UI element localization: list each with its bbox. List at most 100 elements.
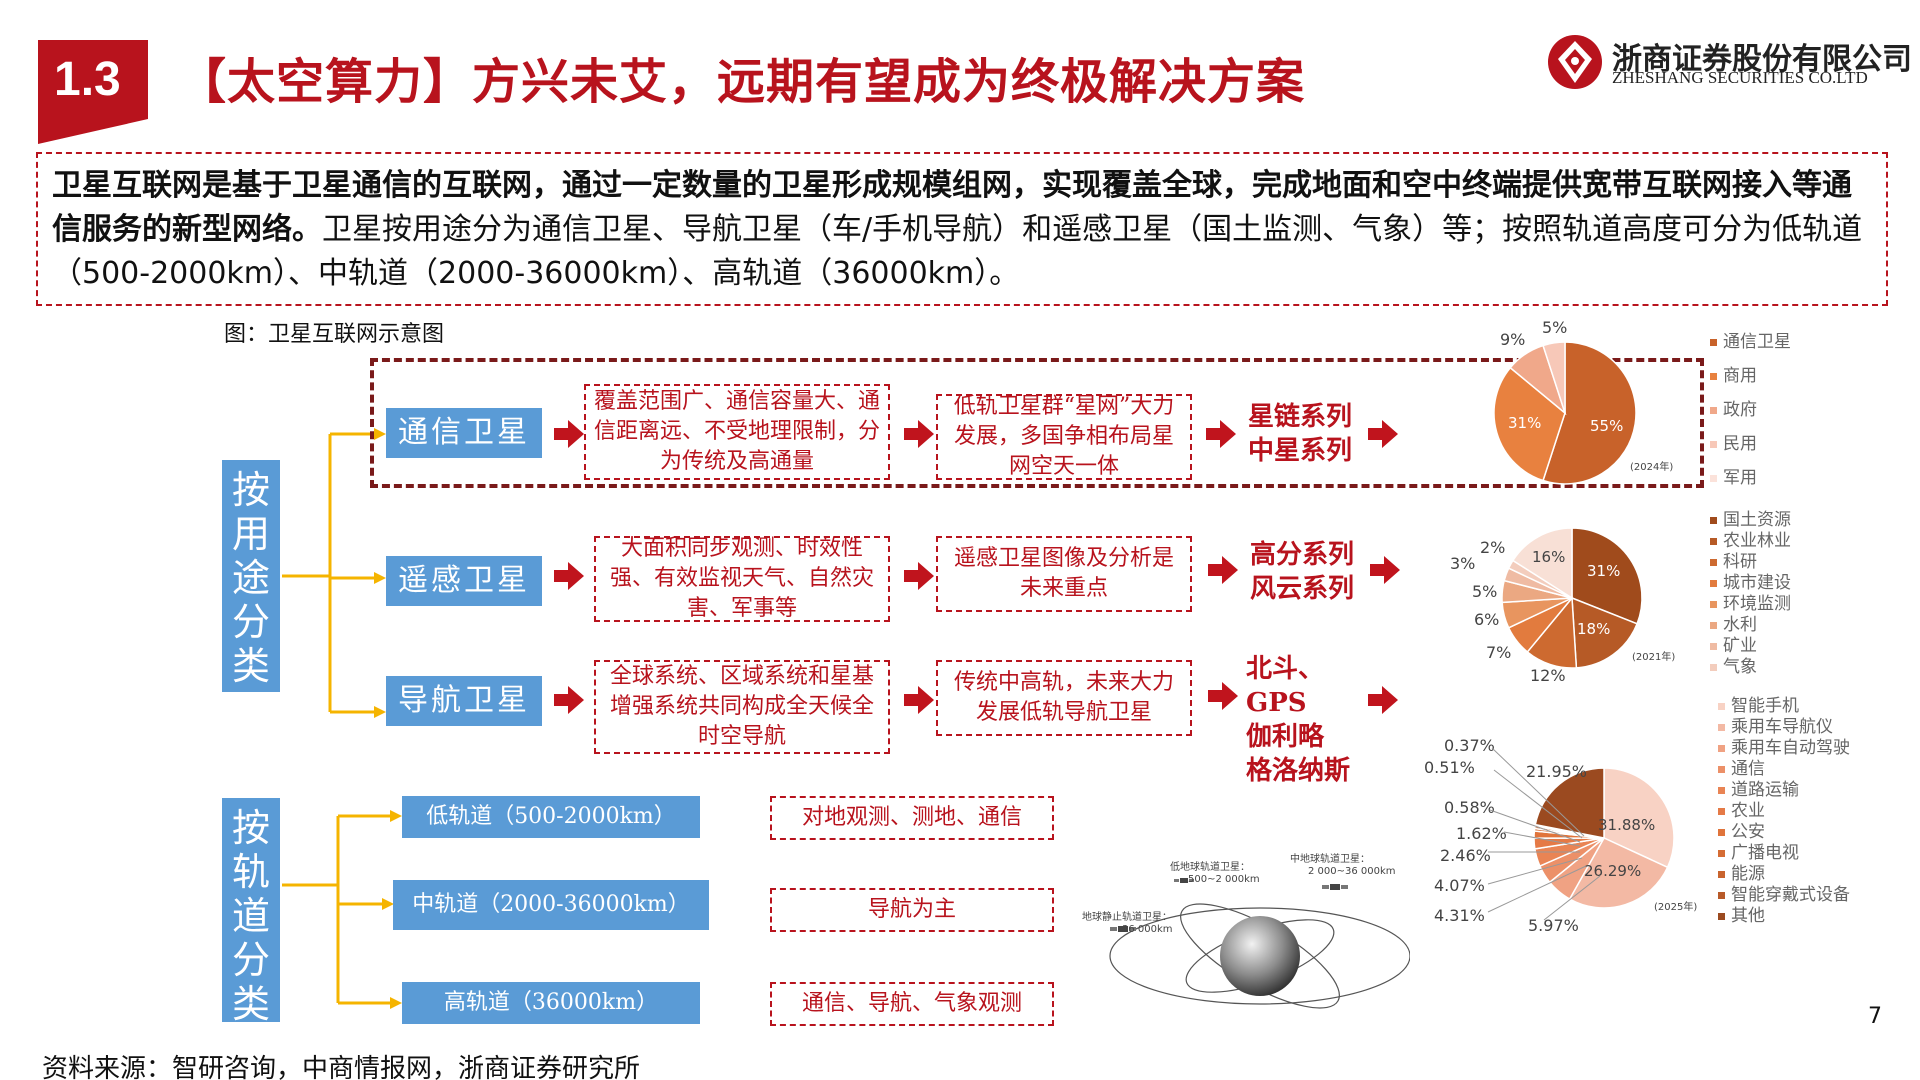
pie-value-label: 0.58%	[1444, 798, 1495, 817]
orbit-mid-box: 中轨道（2000-36000km）	[393, 880, 709, 930]
legend-swatch	[1710, 559, 1717, 566]
legend-item: 气象	[1710, 657, 1791, 678]
legend-swatch	[1710, 373, 1717, 380]
zheshang-logo-icon	[1548, 35, 1602, 89]
section-number: 1.3	[38, 40, 148, 144]
legend-label: 科研	[1723, 552, 1757, 572]
pie-chart-2025	[1533, 767, 1675, 909]
legend-label: 矿业	[1723, 636, 1757, 656]
pie-slice	[1542, 341, 1566, 414]
pie-value-label: 4.07%	[1434, 876, 1485, 895]
orbit-mid-use: 导航为主	[867, 897, 956, 922]
pie-value-label: 2%	[1480, 538, 1506, 557]
pie-slice	[1571, 527, 1643, 625]
brand-name-en: ZHESHANG SECURITIES CO.LTD	[1612, 68, 1868, 87]
pie-value-label: 3%	[1450, 554, 1476, 573]
legend-swatch	[1718, 829, 1725, 836]
pie-slice	[1571, 596, 1639, 669]
pie-note: (2021年)	[1632, 652, 1676, 663]
orbit-classification-label: 按轨道分类	[222, 798, 280, 1026]
legend-2024: 通信卫星商用政府民用军用	[1710, 332, 1791, 502]
legend-label: 军用	[1723, 468, 1757, 488]
pie-value-label: 5%	[1472, 582, 1498, 601]
pie-note: (2025年)	[1654, 902, 1698, 913]
pie-value-label: 31.88%	[1598, 816, 1656, 834]
legend-swatch	[1710, 601, 1717, 608]
orbit-mid-use-box: 导航为主	[770, 888, 1054, 932]
legend-swatch	[1710, 339, 1717, 346]
legend-swatch	[1710, 441, 1717, 448]
legend-item: 智能穿戴式设备	[1718, 885, 1850, 906]
legend-swatch	[1710, 538, 1717, 545]
legend-swatch	[1710, 643, 1717, 650]
legend-item: 政府	[1710, 400, 1791, 421]
satellite-icon	[1174, 878, 1194, 883]
orbit-geo-title: 地球静止轨道卫星：	[1082, 912, 1172, 923]
pie-value-label: 16%	[1532, 548, 1566, 566]
pie-value-label: 1.62%	[1456, 824, 1507, 843]
system-label: GPS	[1246, 688, 1307, 718]
legend-swatch	[1710, 580, 1717, 587]
pie-value-label: 6%	[1474, 610, 1500, 629]
legend-swatch	[1710, 622, 1717, 629]
legend-item: 环境监测	[1710, 594, 1791, 615]
pie-slice	[1493, 366, 1566, 482]
legend-label: 气象	[1723, 657, 1757, 677]
legend-item: 农业林业	[1710, 531, 1791, 552]
pie-slice	[1511, 527, 1573, 600]
pie-chart-2021	[1501, 527, 1643, 669]
legend-swatch	[1710, 517, 1717, 524]
system-label: 中星系列	[1248, 436, 1353, 466]
legend-swatch	[1718, 892, 1725, 899]
comm-feature-box: 覆盖范围广、通信容量大、通信距离远、不受地理限制，分为传统及高通量	[584, 384, 890, 480]
intro-box: 卫星互联网是基于卫星通信的互联网，通过一定数量的卫星形成规模组网，实现覆盖全球，…	[36, 152, 1888, 306]
legend-label: 公安	[1731, 822, 1765, 842]
legend-item: 其他	[1718, 906, 1850, 927]
pie-value-label: 55%	[1590, 417, 1624, 435]
remote-feature-text: 大面积同步观测、时效性强、有效监视天气、自然灾害、军事等	[609, 536, 874, 621]
legend-swatch	[1710, 407, 1717, 414]
figure-caption: 图：卫星互联网示意图	[224, 322, 445, 347]
comm-trend-text: 低轨卫星群“星网”大力发展，多国争相布局星网空天一体	[953, 394, 1175, 479]
legend-item: 乘用车自动驾驶	[1718, 738, 1850, 759]
category-remote-satellite: 遥感卫星	[386, 556, 542, 606]
legend-item: 农业	[1718, 801, 1850, 822]
pie-value-label: 0.37%	[1444, 736, 1495, 755]
legend-label: 智能手机	[1731, 696, 1799, 716]
legend-label: 环境监测	[1723, 594, 1791, 614]
legend-swatch	[1710, 664, 1717, 671]
legend-label: 能源	[1731, 864, 1765, 884]
nav-trend-text: 传统中高轨，未来大力发展低轨导航卫星	[953, 670, 1174, 725]
legend-item: 商用	[1710, 366, 1791, 387]
pie-slice	[1534, 767, 1605, 839]
legend-label: 政府	[1723, 400, 1757, 420]
legend-label: 通信卫星	[1723, 332, 1791, 352]
system-label: 风云系列	[1250, 574, 1355, 604]
comm-trend-box: 低轨卫星群“星网”大力发展，多国争相布局星网空天一体	[936, 394, 1192, 480]
legend-label: 通信	[1731, 759, 1765, 779]
legend-swatch	[1718, 745, 1725, 752]
legend-item: 科研	[1710, 552, 1791, 573]
usage-classification-label: 按用途分类	[222, 460, 280, 692]
system-label: 高分系列	[1250, 540, 1355, 570]
pie-note: (2024年)	[1630, 462, 1674, 473]
legend-label: 广播电视	[1731, 843, 1799, 863]
legend-swatch	[1718, 850, 1725, 857]
intro-bold-text: 卫星互联网是基于卫星通信的互联网，通过一定数量的卫星形成规模组网，实现覆盖全球，…	[52, 168, 1852, 247]
legend-item: 军用	[1710, 468, 1791, 489]
legend-item: 民用	[1710, 434, 1791, 455]
nav-systems: 北斗、 GPS 伽利略 格洛纳斯	[1246, 652, 1350, 788]
legend-label: 民用	[1723, 434, 1757, 454]
pie-value-label: 26.29%	[1584, 862, 1642, 880]
pie-value-label: 18%	[1577, 620, 1611, 638]
nav-trend-box: 传统中高轨，未来大力发展低轨导航卫星	[936, 660, 1192, 736]
legend-item: 能源	[1718, 864, 1850, 885]
legend-swatch	[1718, 808, 1725, 815]
pie-value-label: 7%	[1486, 643, 1512, 662]
legend-item: 城市建设	[1710, 573, 1791, 594]
legend-item: 矿业	[1710, 636, 1791, 657]
legend-swatch	[1710, 475, 1717, 482]
orbit-mid-range: 2 000~36 000km	[1308, 866, 1396, 877]
pie-slice	[1568, 837, 1669, 909]
highlight-frame-comm	[370, 358, 1704, 488]
